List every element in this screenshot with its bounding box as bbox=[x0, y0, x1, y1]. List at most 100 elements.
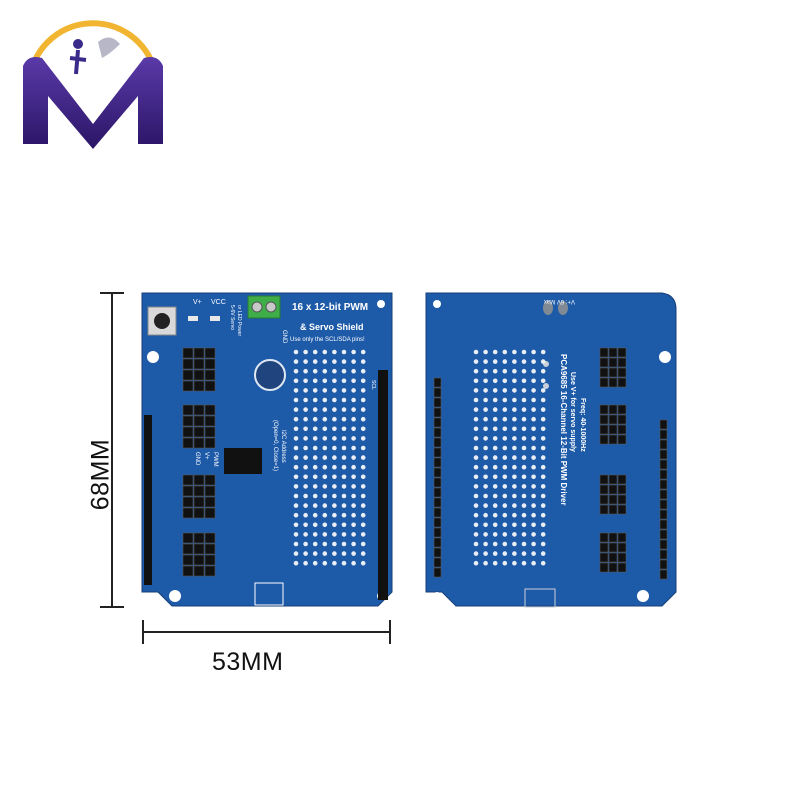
front-scl: SCL bbox=[370, 380, 376, 390]
pcb-hole bbox=[502, 522, 508, 528]
pcb-hole bbox=[351, 551, 356, 556]
pcb-hole bbox=[502, 416, 508, 422]
pcb-hole bbox=[502, 541, 508, 547]
pcb-hole bbox=[502, 397, 508, 403]
front-vplus: V+ bbox=[193, 299, 202, 306]
header-pin bbox=[659, 469, 668, 480]
pcb-hole bbox=[502, 445, 508, 451]
header-pin bbox=[617, 484, 627, 495]
pcb-hole bbox=[360, 512, 366, 518]
header-pin bbox=[659, 449, 668, 460]
pcb-hole bbox=[502, 484, 508, 489]
pcb-hole bbox=[351, 455, 356, 460]
back-pcb-board: V+: 6V Max PCA9685 16-Channel 12-Bit PWM… bbox=[425, 292, 677, 608]
front-power-note2: or LED Power bbox=[236, 305, 242, 336]
pcb-hole bbox=[492, 493, 498, 499]
pcb-hole bbox=[492, 388, 498, 393]
pcb-hole bbox=[341, 532, 347, 537]
pcb-hole bbox=[531, 493, 536, 499]
pcb-hole bbox=[293, 484, 299, 489]
pcb-hole bbox=[293, 397, 299, 403]
pcb-hole bbox=[512, 378, 517, 384]
pcb-hole bbox=[351, 416, 356, 422]
pcb-hole bbox=[492, 532, 498, 537]
back-line1: PCA9685 16-Channel 12-Bit PWM Driver bbox=[559, 354, 568, 506]
pcb-hole bbox=[332, 560, 337, 566]
pcb-hole bbox=[351, 464, 356, 470]
pcb-hole bbox=[540, 349, 546, 355]
header-pin bbox=[193, 532, 205, 544]
pcb-hole bbox=[473, 551, 479, 556]
pcb-hole bbox=[483, 532, 488, 537]
header-pin bbox=[433, 527, 442, 538]
pcb-hole bbox=[540, 388, 546, 393]
pcb-hole bbox=[351, 359, 356, 364]
header-pin bbox=[182, 554, 194, 566]
header-pin bbox=[617, 377, 627, 388]
back-top-label: V+: 6V Max bbox=[544, 298, 575, 304]
header-pin bbox=[599, 494, 609, 505]
header-pin bbox=[433, 467, 442, 478]
pcb-hole bbox=[332, 522, 337, 528]
front-note: Use only the SCL/SDA pins! bbox=[290, 337, 365, 343]
header-pin bbox=[193, 565, 205, 577]
pcb-hole bbox=[312, 416, 318, 422]
pcb-hole bbox=[531, 455, 536, 460]
pcb-hole bbox=[512, 397, 517, 403]
header-pin bbox=[182, 474, 194, 486]
header-pin bbox=[204, 565, 216, 577]
pcb-hole bbox=[341, 455, 347, 460]
header-pin bbox=[599, 404, 609, 415]
pcb-hole bbox=[540, 416, 546, 422]
pcb-hole bbox=[492, 522, 498, 528]
header-pin bbox=[608, 367, 618, 378]
header-pin bbox=[193, 543, 205, 555]
pcb-hole bbox=[540, 484, 546, 489]
header-pin bbox=[433, 407, 442, 418]
height-dimension-line bbox=[100, 292, 124, 608]
pcb-hole bbox=[312, 464, 318, 470]
pcb-hole bbox=[360, 532, 366, 537]
pcb-hole bbox=[540, 522, 546, 528]
pcb-hole bbox=[322, 560, 328, 566]
pcb-hole bbox=[293, 522, 299, 528]
header-pin bbox=[204, 369, 216, 381]
pcb-hole bbox=[483, 445, 488, 451]
front-gnd: GND bbox=[281, 330, 287, 344]
pcb-hole bbox=[360, 551, 366, 556]
header-pin bbox=[193, 554, 205, 566]
pcb-hole bbox=[492, 541, 498, 547]
pcb-hole bbox=[540, 426, 546, 432]
pcb-hole bbox=[322, 503, 328, 508]
header-pin bbox=[617, 347, 627, 358]
pcb-hole bbox=[322, 493, 328, 499]
pcb-hole bbox=[293, 388, 299, 393]
pcb-hole bbox=[512, 551, 517, 556]
pcb-hole bbox=[492, 378, 498, 384]
pcb-hole bbox=[512, 474, 517, 480]
header-pin bbox=[608, 474, 618, 485]
pcb-hole bbox=[540, 445, 546, 451]
pcb-hole bbox=[540, 464, 546, 470]
pcb-hole bbox=[341, 426, 347, 432]
header-pin bbox=[599, 424, 609, 435]
header-pin bbox=[659, 529, 668, 540]
pcb-hole bbox=[351, 503, 356, 508]
pcb-hole bbox=[312, 445, 318, 451]
header-pin bbox=[433, 397, 442, 408]
header-pin bbox=[608, 404, 618, 415]
front-vplus2: V+ bbox=[203, 452, 209, 460]
header-pin bbox=[433, 377, 442, 388]
pcb-hole bbox=[502, 368, 508, 374]
pcb-hole bbox=[312, 436, 318, 441]
pcb-hole bbox=[531, 445, 536, 451]
header-pin bbox=[659, 519, 668, 530]
header-pin bbox=[204, 347, 216, 359]
pcb-hole bbox=[332, 426, 337, 432]
pcb-hole bbox=[521, 436, 527, 441]
pcb-hole bbox=[473, 522, 479, 528]
header-pin bbox=[182, 543, 194, 555]
pcb-hole bbox=[312, 407, 318, 412]
pcb-hole bbox=[473, 532, 479, 537]
